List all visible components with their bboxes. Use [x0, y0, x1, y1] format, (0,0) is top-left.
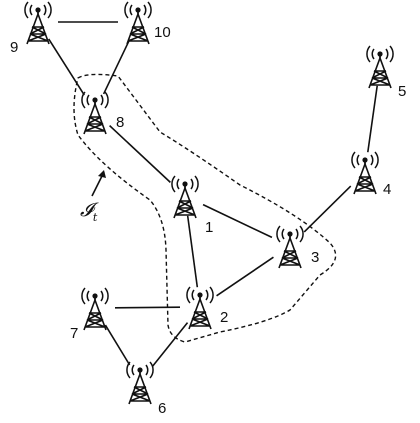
edge-2-3: [216, 256, 274, 297]
node-3: 3: [276, 225, 319, 269]
radio-tower-icon: [366, 45, 394, 89]
node-label: 4: [383, 181, 391, 198]
node-7: 7: [70, 287, 109, 342]
edge-6-2: [151, 322, 189, 367]
node-label: 10: [154, 24, 171, 41]
edge-1-3: [202, 203, 273, 239]
edge-3-4: [303, 185, 352, 233]
edge-10-8: [102, 39, 131, 95]
radio-tower-icon: [124, 1, 152, 45]
region-boundary: [73, 73, 337, 343]
radio-tower-icon: [81, 91, 109, 135]
node-label: 6: [158, 400, 166, 417]
edge-1-2: [186, 215, 199, 288]
node-label: 1: [205, 219, 213, 236]
node-9: 9: [10, 1, 52, 56]
node-10: 10: [124, 1, 171, 45]
radio-tower-icon: [171, 175, 199, 219]
edge-7-6: [104, 324, 131, 366]
region-label: 𝓘t: [80, 199, 99, 224]
node-label: 7: [70, 325, 78, 342]
node-6: 6: [126, 361, 166, 417]
radio-tower-icon: [81, 287, 109, 331]
edge-9-8: [48, 38, 85, 96]
node-2: 2: [186, 286, 228, 330]
node-8: 8: [81, 91, 124, 135]
node-1: 1: [171, 175, 213, 236]
node-label: 9: [10, 39, 18, 56]
edge-layer: [48, 21, 378, 367]
edge-7-2: [114, 306, 181, 309]
radio-tower-icon: [276, 225, 304, 269]
node-layer: 1 2 3 4 5 6 7 8 9 10: [10, 1, 406, 417]
region-label-subscript: t: [93, 211, 98, 224]
region-arrow-head: [98, 170, 106, 178]
radio-tower-icon: [351, 151, 379, 195]
node-label: 3: [311, 249, 319, 266]
radio-tower-icon: [126, 361, 154, 405]
node-label: 8: [116, 114, 124, 131]
node-label: 5: [398, 83, 406, 100]
node-4: 4: [351, 151, 391, 198]
edge-4-5: [367, 85, 378, 153]
edge-8-1: [109, 125, 171, 183]
radio-tower-icon: [186, 286, 214, 330]
node-label: 2: [220, 309, 228, 326]
radio-tower-icon: [24, 1, 52, 45]
node-5: 5: [366, 45, 406, 100]
